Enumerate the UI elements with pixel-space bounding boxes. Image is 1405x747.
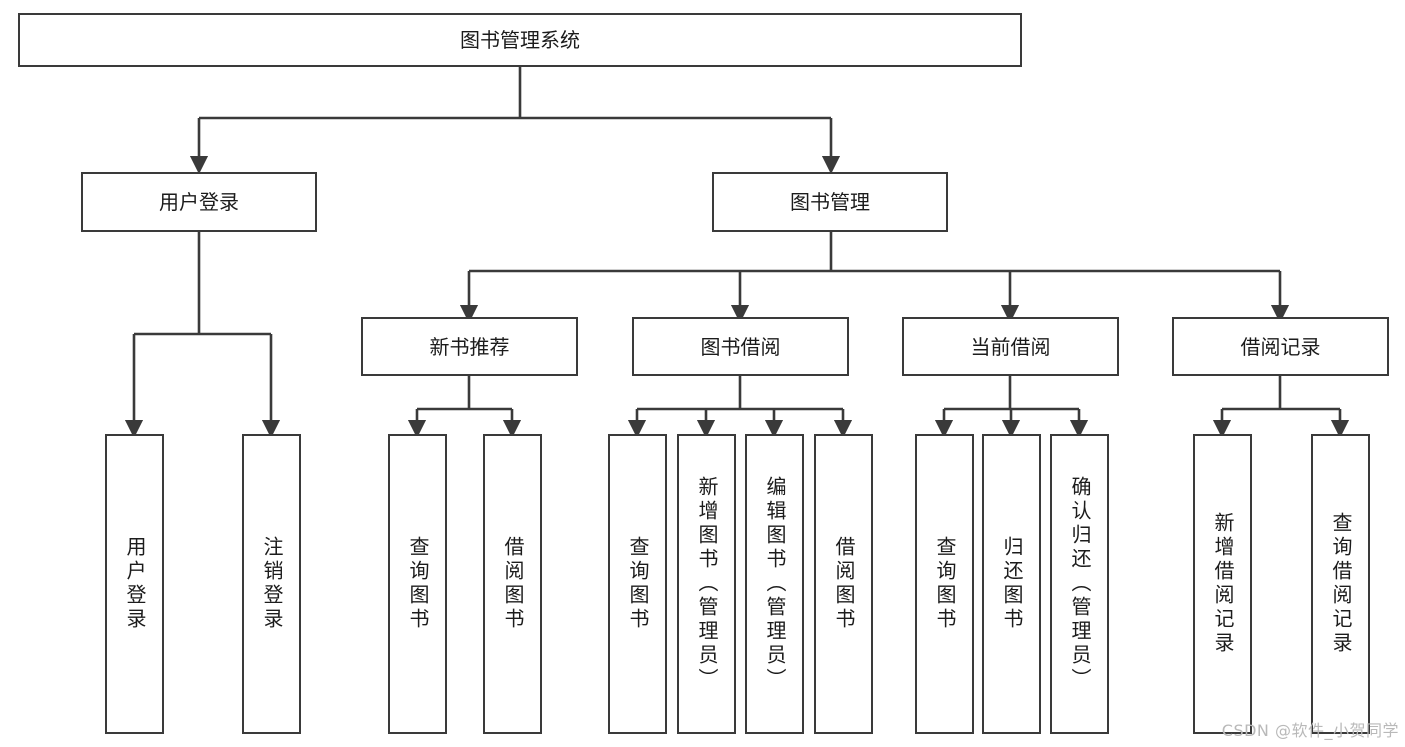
node-user-login[interactable]: 用户登录 [81, 172, 317, 232]
leaf-borrow-edit-book-admin[interactable]: 编辑图书（管理员） [745, 434, 804, 734]
node-label: 图书管理系统 [460, 28, 580, 52]
leaf-user-login-signin[interactable]: 用户登录 [105, 434, 164, 734]
node-label: 借阅图书 [501, 536, 525, 632]
node-label: 借阅图书 [832, 536, 856, 632]
node-book-borrow[interactable]: 图书借阅 [632, 317, 849, 376]
node-label: 用户登录 [159, 190, 239, 214]
node-label: 新增图书（管理员） [695, 476, 719, 692]
node-label: 归还图书 [1000, 536, 1024, 632]
node-label: 图书管理 [790, 190, 870, 214]
leaf-record-query-record[interactable]: 查询借阅记录 [1311, 434, 1370, 734]
node-label: 当前借阅 [970, 334, 1051, 359]
leaf-newbook-query-book[interactable]: 查询图书 [388, 434, 447, 734]
node-label: 编辑图书（管理员） [763, 476, 787, 692]
node-label: 查询图书 [933, 536, 957, 632]
node-label: 注销登录 [260, 536, 284, 632]
node-label: 新增借阅记录 [1211, 512, 1235, 656]
leaf-borrow-query-book[interactable]: 查询图书 [608, 434, 667, 734]
leaf-newbook-borrow-book[interactable]: 借阅图书 [483, 434, 542, 734]
node-label: 查询图书 [626, 536, 650, 632]
node-label: 查询图书 [406, 536, 430, 632]
node-current-borrow[interactable]: 当前借阅 [902, 317, 1119, 376]
node-label: 用户登录 [123, 536, 147, 632]
leaf-record-add-record[interactable]: 新增借阅记录 [1193, 434, 1252, 734]
node-label: 图书借阅 [700, 334, 781, 359]
node-label: 确认归还（管理员） [1068, 476, 1092, 692]
leaf-user-login-signout[interactable]: 注销登录 [242, 434, 301, 734]
node-label: 查询借阅记录 [1329, 512, 1353, 656]
leaf-borrow-add-book-admin[interactable]: 新增图书（管理员） [677, 434, 736, 734]
node-borrow-record[interactable]: 借阅记录 [1172, 317, 1389, 376]
leaf-current-confirm-return-admin[interactable]: 确认归还（管理员） [1050, 434, 1109, 734]
leaf-current-query-book[interactable]: 查询图书 [915, 434, 974, 734]
node-label: 借阅记录 [1240, 334, 1321, 359]
node-label: 新书推荐 [429, 334, 510, 359]
leaf-borrow-borrow-book[interactable]: 借阅图书 [814, 434, 873, 734]
node-new-book-recommend[interactable]: 新书推荐 [361, 317, 578, 376]
node-root-system[interactable]: 图书管理系统 [18, 13, 1022, 67]
node-book-management[interactable]: 图书管理 [712, 172, 948, 232]
leaf-current-return-book[interactable]: 归还图书 [982, 434, 1041, 734]
